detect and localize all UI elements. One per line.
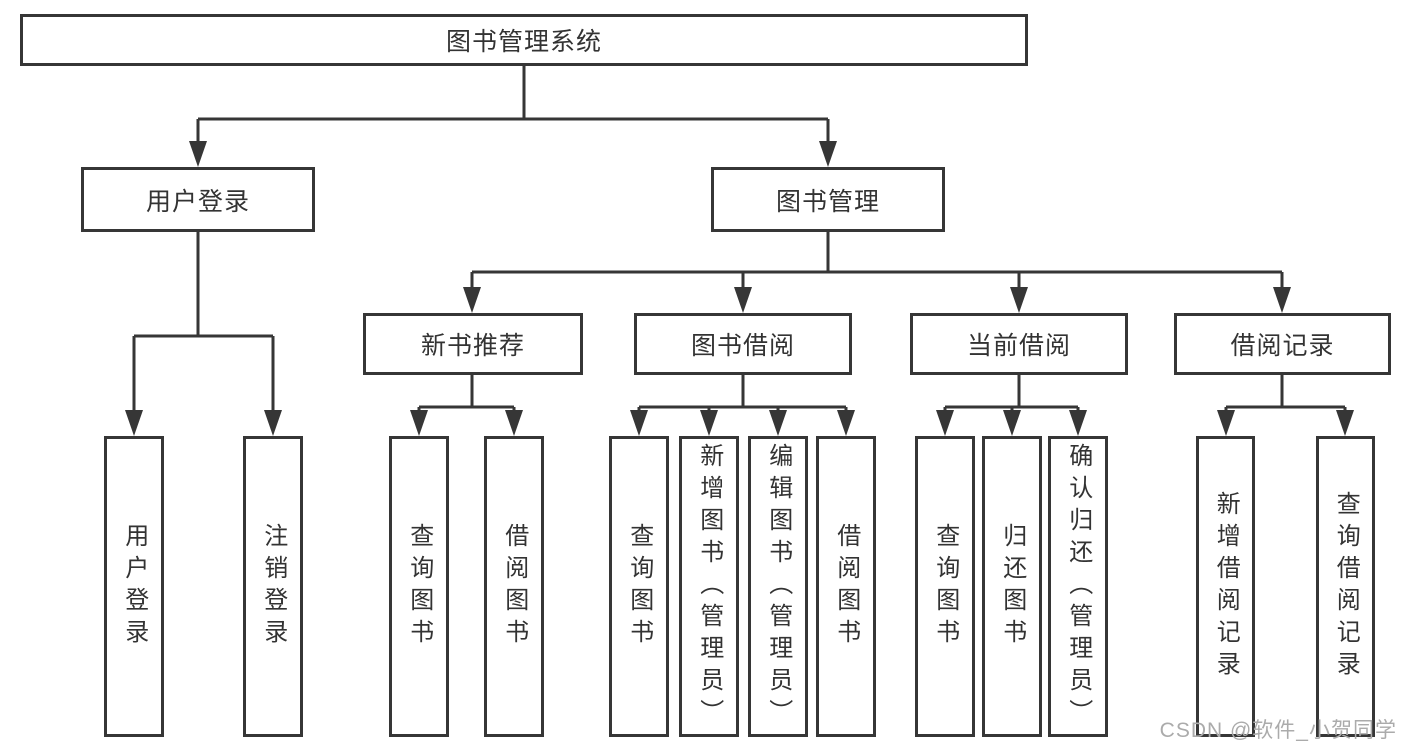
node-borrowing-records-label: 借阅记录 bbox=[1230, 332, 1335, 360]
arrowhead bbox=[463, 287, 481, 313]
arrowhead bbox=[700, 410, 718, 436]
leaf-confirm-return-admin-label: 确认归还（管理员） bbox=[1064, 442, 1092, 731]
arrowhead bbox=[189, 141, 207, 167]
leaf-confirm-return-admin: 确认归还（管理员） bbox=[1048, 436, 1108, 737]
arrowhead bbox=[264, 410, 282, 436]
leaf-query-books-current: 查询图书 bbox=[915, 436, 975, 737]
arrowhead bbox=[1217, 410, 1235, 436]
leaf-user-login-label: 用户登录 bbox=[120, 522, 148, 651]
leaf-add-books-admin-label: 新增图书（管理员） bbox=[695, 442, 723, 731]
arrowhead bbox=[125, 410, 143, 436]
arrowhead bbox=[1069, 410, 1087, 436]
node-root: 图书管理系统 bbox=[20, 14, 1028, 66]
arrowhead bbox=[819, 141, 837, 167]
node-book-management-label: 图书管理 bbox=[775, 187, 880, 216]
leaf-return-books: 归还图书 bbox=[982, 436, 1042, 737]
leaf-query-borrow-record: 查询借阅记录 bbox=[1316, 436, 1375, 737]
leaf-query-books-recommend: 查询图书 bbox=[389, 436, 449, 737]
leaf-borrow-books-borrowing: 借阅图书 bbox=[816, 436, 876, 737]
leaf-logout: 注销登录 bbox=[243, 436, 303, 737]
arrowhead bbox=[1336, 410, 1354, 436]
arrowhead bbox=[505, 410, 523, 436]
leaf-edit-books-admin: 编辑图书（管理员） bbox=[748, 436, 808, 737]
leaf-borrow-books-recommend: 借阅图书 bbox=[484, 436, 544, 737]
arrowhead bbox=[769, 410, 787, 436]
node-book-management: 图书管理 bbox=[711, 167, 945, 232]
leaf-query-books-current-label: 查询图书 bbox=[931, 522, 959, 651]
leaf-return-books-label: 归还图书 bbox=[998, 522, 1026, 651]
leaf-borrow-books-recommend-label: 借阅图书 bbox=[500, 522, 528, 651]
arrowhead bbox=[1003, 410, 1021, 436]
node-current-borrowing: 当前借阅 bbox=[910, 313, 1128, 375]
leaf-query-borrow-record-label: 查询借阅记录 bbox=[1332, 490, 1360, 683]
node-book-borrowing: 图书借阅 bbox=[634, 313, 852, 375]
leaf-query-books-borrowing: 查询图书 bbox=[609, 436, 669, 737]
arrowhead bbox=[734, 287, 752, 313]
watermark-text: CSDN @软件_小贺同学 bbox=[1159, 719, 1397, 742]
node-book-borrowing-label: 图书借阅 bbox=[690, 332, 795, 360]
node-user-login-label: 用户登录 bbox=[145, 187, 250, 216]
arrowhead bbox=[410, 410, 428, 436]
arrowhead bbox=[1273, 287, 1291, 313]
leaf-add-borrow-record-label: 新增借阅记录 bbox=[1212, 490, 1240, 683]
arrowhead bbox=[936, 410, 954, 436]
node-borrowing-records: 借阅记录 bbox=[1174, 313, 1391, 375]
node-current-borrowing-label: 当前借阅 bbox=[966, 332, 1071, 360]
arrowhead bbox=[837, 410, 855, 436]
node-user-login: 用户登录 bbox=[81, 167, 315, 232]
leaf-borrow-books-borrowing-label: 借阅图书 bbox=[832, 522, 860, 651]
leaf-query-books-recommend-label: 查询图书 bbox=[405, 522, 433, 651]
node-new-book-recommend: 新书推荐 bbox=[363, 313, 583, 375]
node-new-book-recommend-label: 新书推荐 bbox=[420, 332, 525, 360]
node-root-label: 图书管理系统 bbox=[445, 28, 602, 56]
leaf-add-books-admin: 新增图书（管理员） bbox=[679, 436, 739, 737]
leaf-edit-books-admin-label: 编辑图书（管理员） bbox=[764, 442, 792, 731]
leaf-add-borrow-record: 新增借阅记录 bbox=[1196, 436, 1255, 737]
leaf-logout-label: 注销登录 bbox=[259, 522, 287, 651]
arrowhead bbox=[1010, 287, 1028, 313]
arrowhead bbox=[630, 410, 648, 436]
leaf-user-login: 用户登录 bbox=[104, 436, 164, 737]
leaf-query-books-borrowing-label: 查询图书 bbox=[625, 522, 653, 651]
